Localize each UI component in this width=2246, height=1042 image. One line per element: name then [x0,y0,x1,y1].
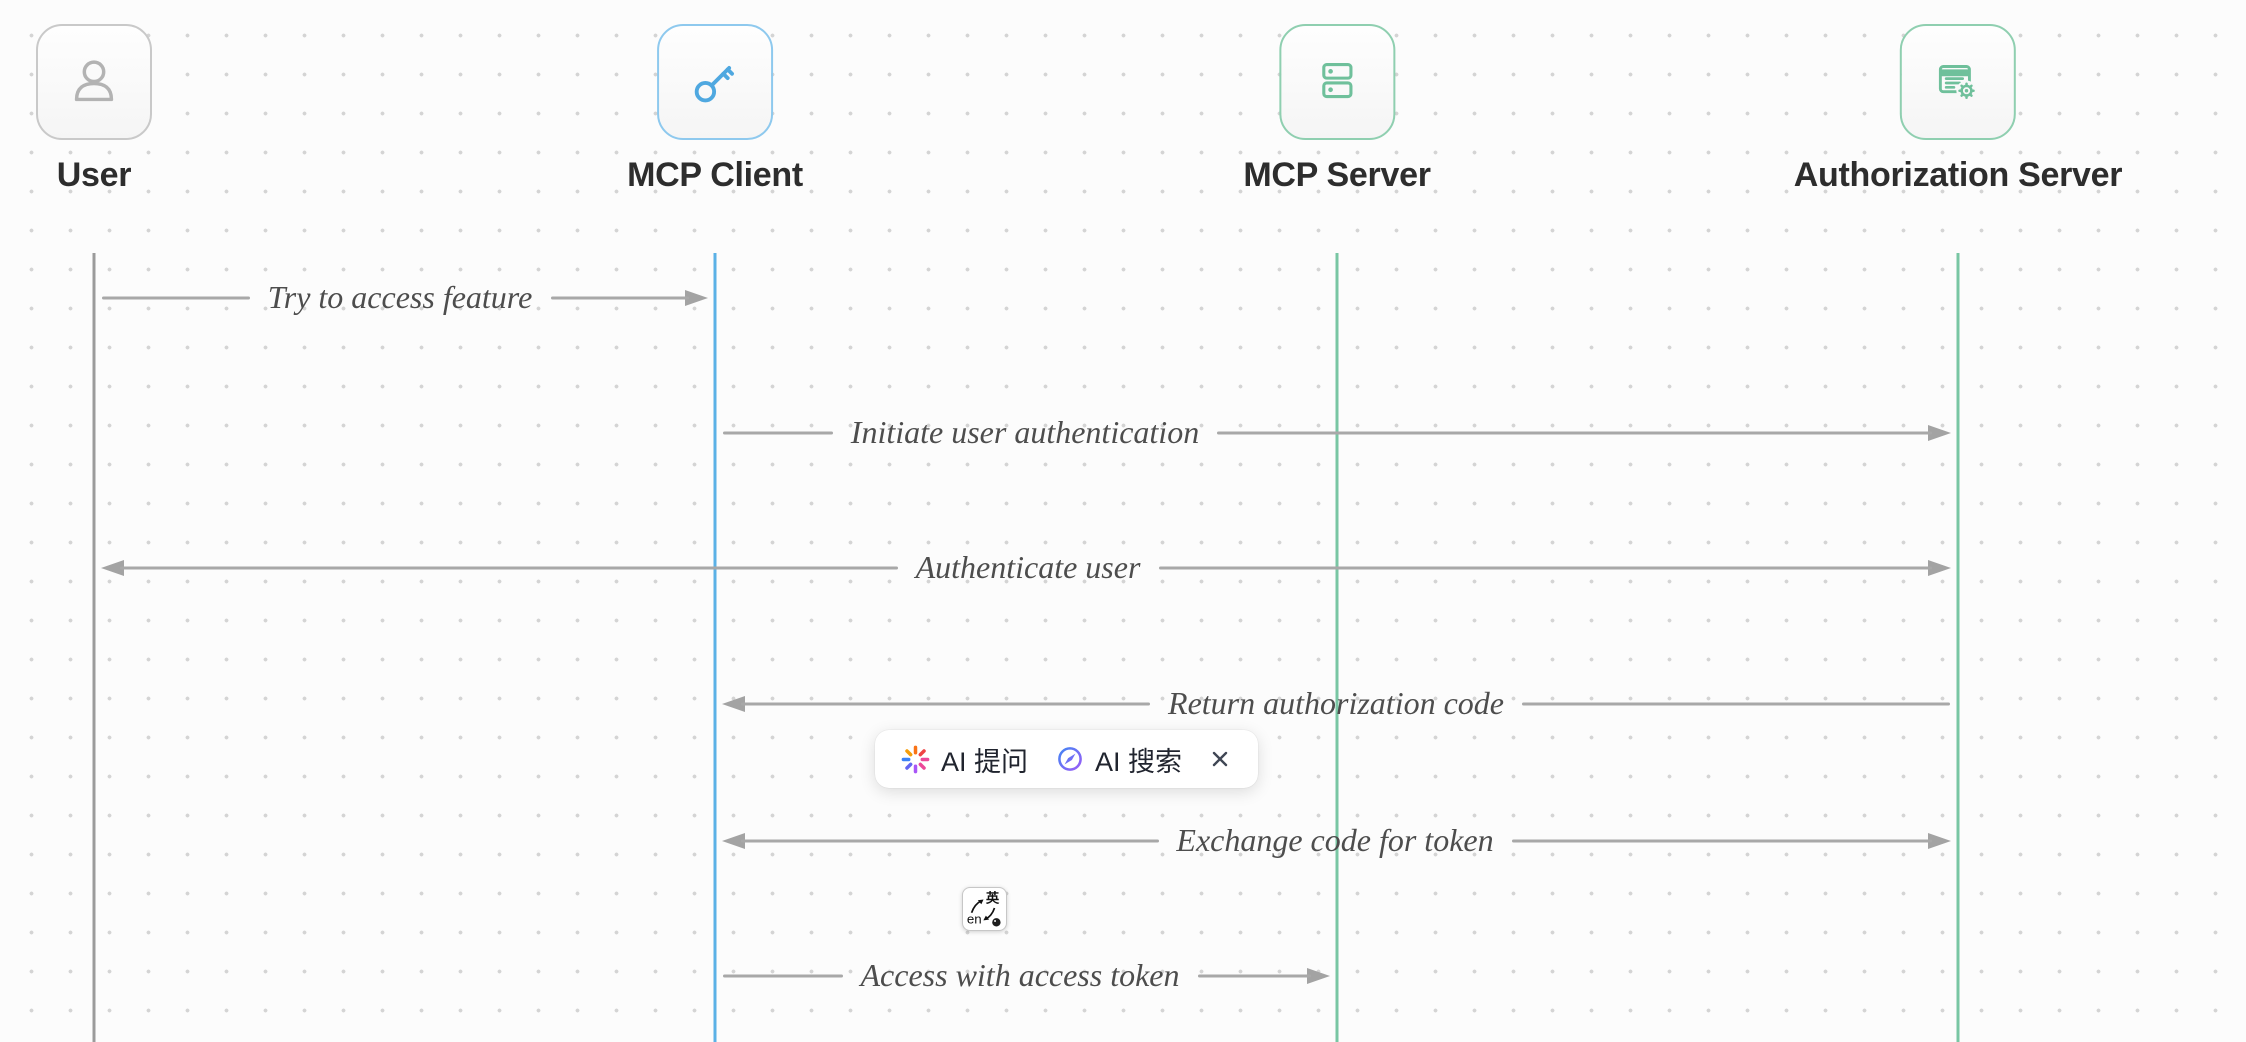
actor-label-mcp-client: MCP Client [627,156,803,194]
actor-label-mcp-server: MCP Server [1243,156,1431,194]
arrowhead-left [722,833,745,849]
arrowhead-right [685,290,708,306]
message-line [1511,839,1932,843]
message-label: Return authorization code [1168,684,1504,721]
message-label: Authenticate user [915,548,1141,585]
message-label: Exchange code for token [1176,821,1494,858]
ai-search-button[interactable]: AI 搜索 [1055,740,1182,779]
message-label: Initiate user authentication [850,413,1200,450]
lifeline-mcp-server [1335,253,1339,1042]
message-line [1197,974,1311,978]
arrowhead-right [1307,968,1330,984]
close-icon[interactable] [1207,746,1233,772]
arrowhead-left [722,696,745,712]
swap-arrows-icon [970,899,996,921]
arrowhead-right [1928,560,1951,576]
lifeline-user [92,253,96,1042]
actor-label-user: User [56,156,132,194]
message-line [741,702,1150,706]
arrowhead-right [1928,425,1951,441]
message-line [120,566,898,570]
arrowhead-right [1928,833,1951,849]
ime-dot [992,918,1001,927]
ime-top-label: 英 [986,889,1000,905]
message-line [1217,431,1932,435]
actor-mcp-client: MCP Client [627,24,803,195]
arrowhead-left [101,560,124,576]
auth-server-icon [1899,24,2016,140]
actor-label-auth-server: Authorization Server [1793,156,2123,194]
lifeline-mcp-client [713,253,717,1042]
message-line [1522,702,1950,706]
message-label: Try to access feature [267,278,533,315]
key-icon [657,24,773,140]
message-line [102,296,250,300]
server-icon [1278,24,1395,140]
actor-auth-server: Authorization Server [1794,24,2122,195]
message-line [723,431,833,435]
ai-ask-label: AI 提问 [941,746,1029,777]
ime-bottom-label: en [967,911,982,926]
message-line [741,839,1159,843]
message-line [1158,566,1932,570]
message-label: Access with access token [860,956,1180,993]
ai-ask-button[interactable]: AI 提问 [900,740,1028,779]
compass-icon [1055,744,1085,774]
message-line [723,974,843,978]
lifeline-auth-server [1956,253,1960,1042]
actor-user: User [36,24,152,195]
actor-mcp-server: MCP Server [1243,24,1431,195]
ai-selection-popup: AI 提问 AI 搜索 [875,730,1259,788]
message-line [550,296,689,300]
translation-ime-badge[interactable]: 英 en [962,887,1007,931]
sparkle-icon [900,744,931,775]
ai-search-label: AI 搜索 [1095,746,1183,777]
user-icon [36,24,152,140]
